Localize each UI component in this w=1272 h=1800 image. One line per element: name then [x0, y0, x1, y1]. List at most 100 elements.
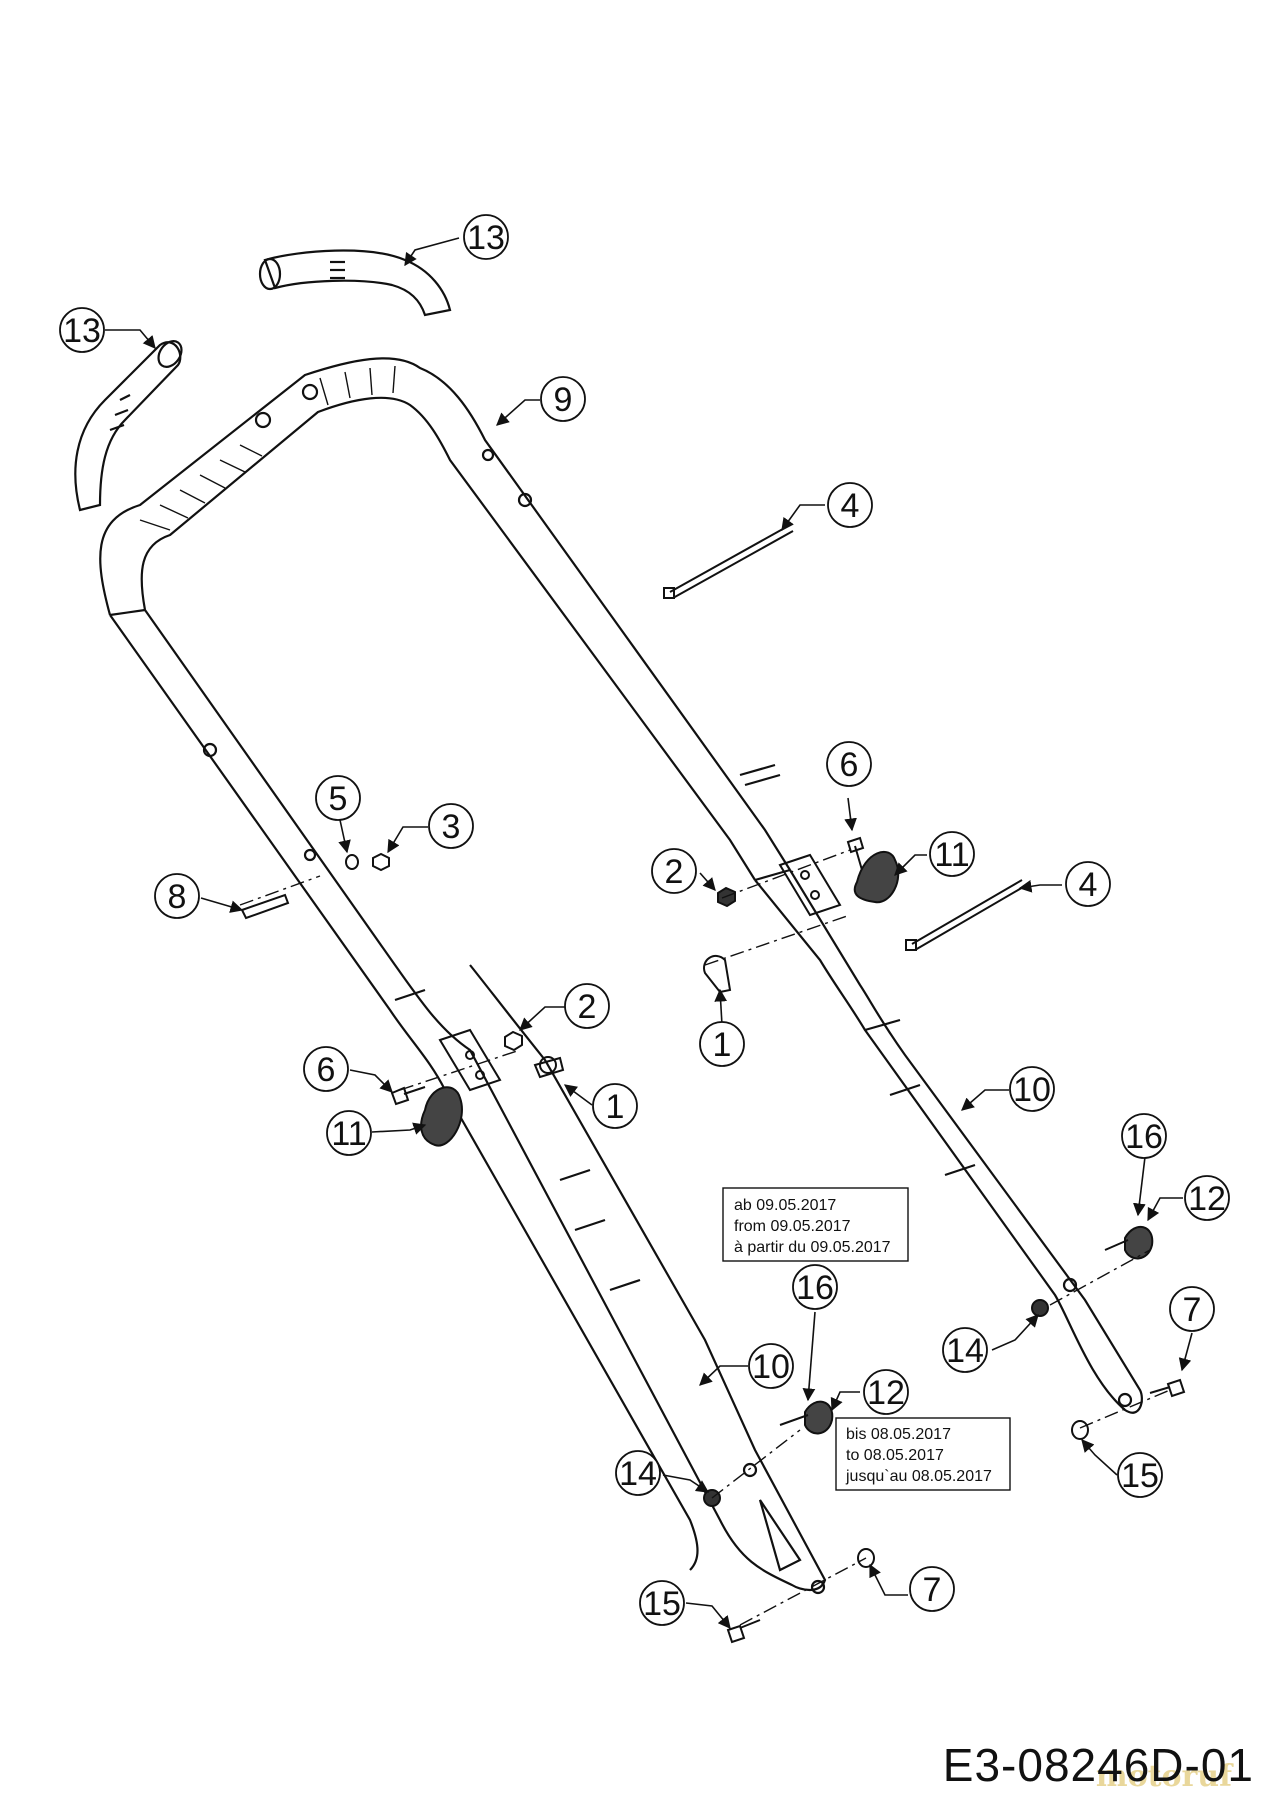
callout-circle — [615, 1450, 661, 1496]
callout-label: 7 — [1183, 1291, 1202, 1329]
foam-grip-right — [258, 249, 452, 317]
note-from-line-1: ab 09.05.2017 — [734, 1197, 836, 1214]
callout-label: 11 — [331, 1115, 366, 1153]
callout-label: 4 — [841, 487, 860, 525]
upper-handle-bar — [99, 357, 791, 882]
foam-grip-left — [74, 340, 183, 512]
cable-tie-upper — [663, 524, 794, 599]
callout-10: 10 — [748, 1343, 794, 1389]
assembly-lines — [239, 849, 1171, 1626]
callout-4: 4 — [1065, 861, 1111, 907]
callout-label: 9 — [554, 381, 573, 419]
callout-2: 2 — [564, 983, 610, 1029]
callout-1: 1 — [592, 1083, 638, 1129]
callout-15: 15 — [1117, 1452, 1163, 1498]
callout-label: 15 — [643, 1585, 681, 1623]
callout-3: 3 — [428, 803, 474, 849]
callout-label: 13 — [467, 219, 505, 257]
callout-label: 7 — [923, 1571, 942, 1609]
callout-label: 6 — [317, 1051, 336, 1089]
callout-4: 4 — [827, 482, 873, 528]
callout-13: 13 — [463, 214, 509, 260]
callout-circle — [1117, 1452, 1163, 1498]
callout-circle — [1009, 1066, 1055, 1112]
note-from-line-3: à partir du 09.05.2017 — [734, 1239, 891, 1256]
note-until-line-3: jusqu`au 08.05.2017 — [845, 1468, 992, 1485]
callout-circle — [651, 848, 697, 894]
note-until-line-1: bis 08.05.2017 — [846, 1426, 951, 1443]
hardware-parts — [240, 836, 1186, 1644]
callout-5: 5 — [315, 775, 361, 821]
callout-1: 1 — [699, 1021, 745, 1067]
callout-label: 10 — [752, 1348, 790, 1386]
callout-11: 11 — [326, 1110, 372, 1156]
callout-9: 9 — [540, 376, 586, 422]
callout-label: 11 — [934, 836, 969, 874]
callout-label: 6 — [840, 746, 859, 784]
callout-circle — [699, 1021, 745, 1067]
callout-label: 4 — [1079, 866, 1098, 904]
callout-7: 7 — [1169, 1286, 1215, 1332]
callout-label: 16 — [1125, 1118, 1163, 1156]
callout-circle — [564, 983, 610, 1029]
callout-label: 14 — [946, 1332, 984, 1370]
callout-6: 6 — [826, 741, 872, 787]
callout-label: 14 — [619, 1455, 657, 1493]
callout-circle — [303, 1046, 349, 1092]
callout-circle — [827, 482, 873, 528]
callout-circle — [792, 1264, 838, 1310]
lower-handle-bar-left — [109, 609, 827, 1595]
callout-circle — [826, 741, 872, 787]
callout-circle — [929, 831, 975, 877]
callout-label: 1 — [713, 1026, 732, 1064]
callout-label: 10 — [1013, 1071, 1051, 1109]
callout-circle — [463, 214, 509, 260]
callout-16: 16 — [792, 1264, 838, 1310]
callout-label: 8 — [168, 878, 187, 916]
callout-circle — [428, 803, 474, 849]
hinge-bracket-right — [778, 853, 842, 917]
callout-label: 12 — [867, 1374, 905, 1412]
callout-circle — [154, 873, 200, 919]
lower-handle-bar-right — [754, 869, 1143, 1414]
callout-7: 7 — [909, 1566, 955, 1612]
callout-label: 2 — [665, 853, 684, 891]
callout-circle — [1184, 1175, 1230, 1221]
callout-label: 16 — [796, 1269, 834, 1307]
callout-circle — [1169, 1286, 1215, 1332]
callout-12: 12 — [1184, 1175, 1230, 1221]
callout-13: 13 — [59, 307, 105, 353]
callout-circle — [863, 1369, 909, 1415]
callout-circle — [59, 307, 105, 353]
callout-15: 15 — [639, 1580, 685, 1626]
callout-circle — [748, 1343, 794, 1389]
callout-circle — [540, 376, 586, 422]
callout-circle — [909, 1566, 955, 1612]
cable-tie-lower — [905, 879, 1026, 951]
callout-2: 2 — [651, 848, 697, 894]
watermark-logo: motoruf — [1095, 1759, 1232, 1794]
note-from-line-2: from 09.05.2017 — [734, 1218, 851, 1235]
callout-label: 13 — [63, 312, 101, 350]
note-until-date: bis 08.05.2017 to 08.05.2017 jusqu`au 08… — [835, 1417, 1011, 1491]
callout-label: 5 — [329, 780, 348, 818]
callout-circle — [592, 1083, 638, 1129]
callout-14: 14 — [942, 1327, 988, 1373]
note-from-date: ab 09.05.2017 from 09.05.2017 à partir d… — [722, 1187, 909, 1262]
callout-12: 12 — [863, 1369, 909, 1415]
callout-circle — [1121, 1113, 1167, 1159]
callout-label: 2 — [578, 988, 597, 1026]
callout-circle — [639, 1580, 685, 1626]
note-until-line-2: to 08.05.2017 — [846, 1447, 944, 1464]
callout-circle — [942, 1327, 988, 1373]
hinge-bracket-left — [438, 1028, 502, 1092]
callout-14: 14 — [615, 1450, 661, 1496]
callout-11: 11 — [929, 831, 975, 877]
callout-6: 6 — [303, 1046, 349, 1092]
callout-label: 15 — [1121, 1457, 1159, 1495]
callout-circle — [326, 1110, 372, 1156]
callout-10: 10 — [1009, 1066, 1055, 1112]
callout-8: 8 — [154, 873, 200, 919]
